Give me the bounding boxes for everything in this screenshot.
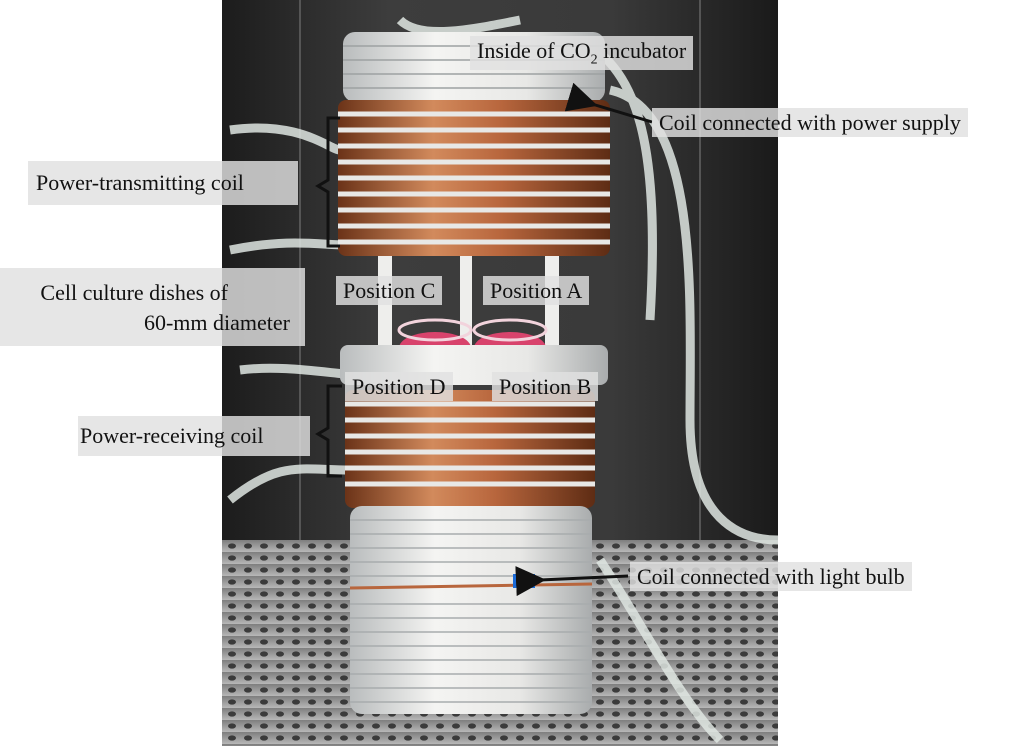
- light-bulb-arrow: [515, 566, 629, 597]
- power-receiving-coil-label: Power-receiving coil: [80, 423, 264, 448]
- position-d-label: Position D: [345, 372, 453, 402]
- position-a-label: Position A: [483, 276, 590, 306]
- bottom-white-drum: [349, 506, 593, 714]
- power-supply-coil-label: Coil connected with power supply: [652, 108, 968, 138]
- dishes-label-box: [0, 268, 305, 346]
- light-bulb-coil-label: Coil connected with light bulb: [630, 562, 912, 592]
- transmitting-coil-brace: [315, 116, 340, 248]
- incubator-label: Inside of CO2 incubator: [470, 36, 694, 71]
- power-receiving-label-box: [78, 416, 310, 456]
- receiving-coil-brace: [315, 384, 342, 478]
- power-transmitting-label-box: [28, 161, 298, 205]
- dishes-label-line2: 60-mm diameter: [143, 310, 290, 335]
- power-supply-arrow: [564, 82, 653, 124]
- position-c-label: Position C: [336, 276, 443, 306]
- position-b-label: Position B: [492, 372, 599, 402]
- dishes-label-line1: Cell culture dishes of: [40, 280, 228, 305]
- power-transmitting-coil-label: Power-transmitting coil: [36, 170, 244, 195]
- power-receiving-coil: [345, 390, 595, 508]
- light-bulb-connector: [513, 574, 535, 588]
- power-transmitting-coil: [338, 100, 610, 256]
